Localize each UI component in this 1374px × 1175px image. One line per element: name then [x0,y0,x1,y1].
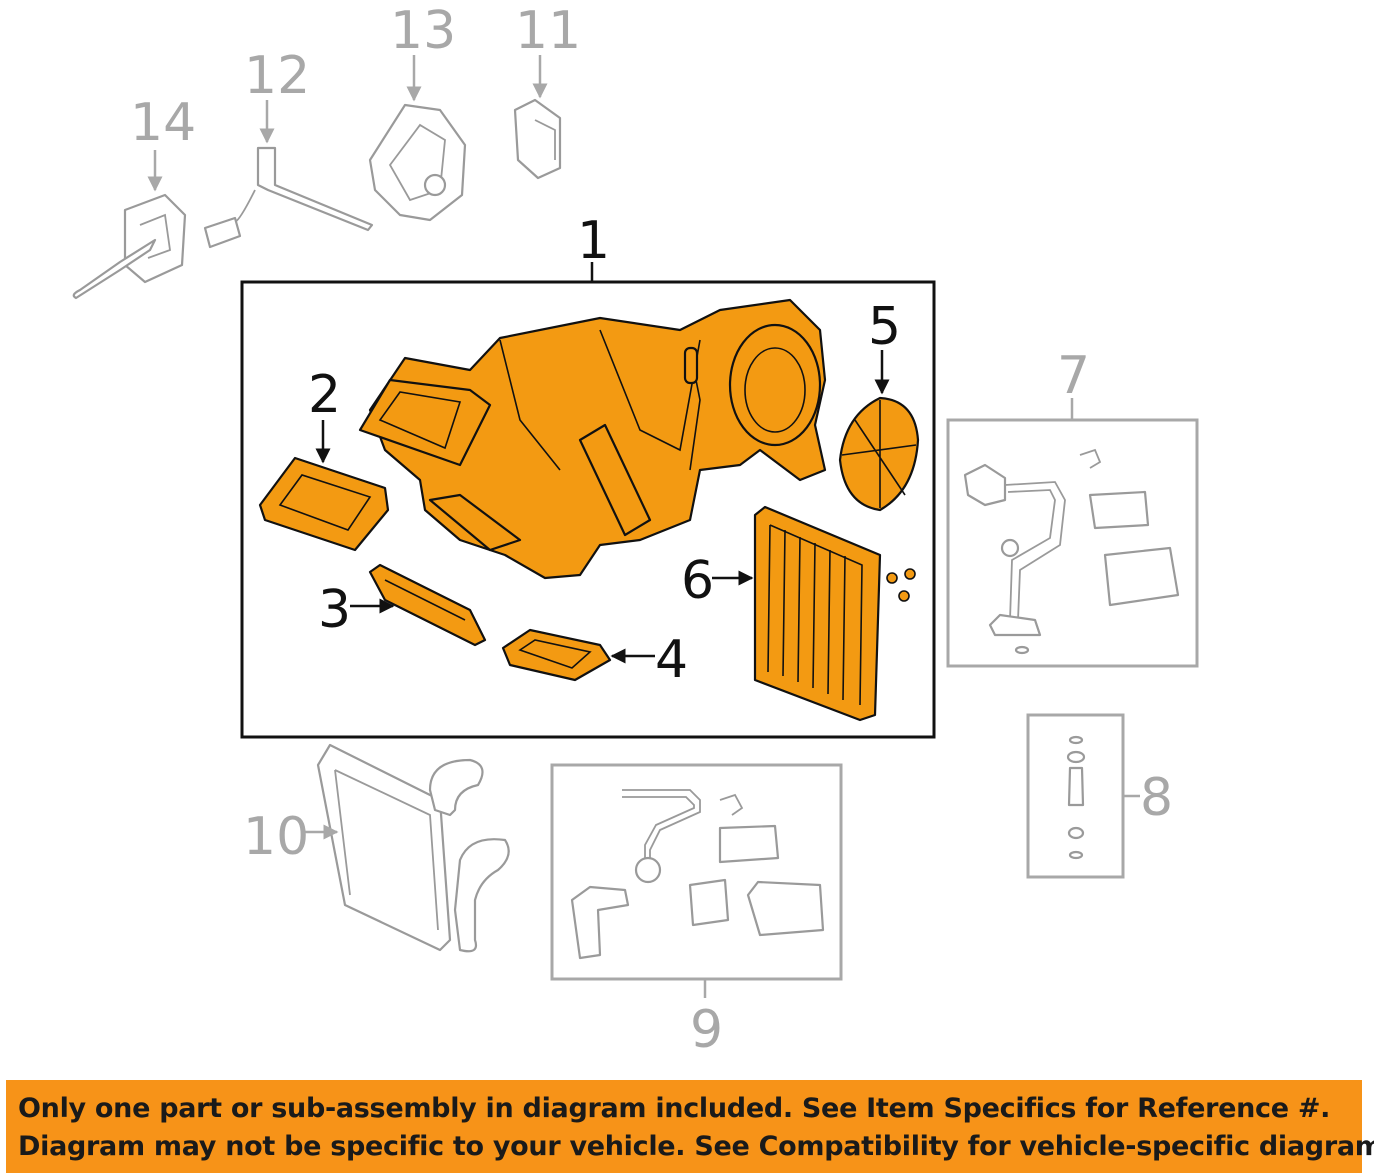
callout-2: 2 [308,365,341,425]
notice-banner: Only one part or sub-assembly in diagram… [6,1080,1374,1173]
callout-5: 5 [868,297,901,357]
part-8-kit [1066,735,1086,860]
part-14-actuator [72,193,187,300]
part-12-sensor [203,146,374,249]
part-2-seal [258,456,390,552]
part-13-motor [368,103,467,222]
callout-8: 8 [1140,768,1173,828]
callout-7: 7 [1057,346,1090,406]
part-10-heater-core [316,743,510,953]
callout-13: 13 [390,1,456,61]
callout-1: 1 [577,211,610,271]
callout-14: 14 [130,93,196,153]
callout-10: 10 [243,807,309,867]
callout-9: 9 [690,1000,723,1060]
part-6-evaporator [753,505,916,722]
kit-box-9 [550,763,843,981]
part-7-kit [963,448,1180,655]
part-11-resistor [513,98,562,180]
part-4-seal [501,628,612,682]
part-9-kit [570,789,825,960]
callout-12: 12 [244,46,310,106]
kit-box-7 [946,418,1199,668]
assembly-box-1 [240,280,936,739]
part-5-cover [838,396,920,512]
callout-4: 4 [655,630,688,690]
notice-line-2: Diagram may not be specific to your vehi… [18,1131,1374,1162]
part-1-hvac-case [358,298,827,580]
callout-3: 3 [318,580,351,640]
notice-line-1: Only one part or sub-assembly in diagram… [18,1093,1331,1124]
callout-6: 6 [681,551,714,611]
parts-diagram: 14 12 13 11 1 [72,1,1199,1060]
callout-11: 11 [515,1,581,61]
